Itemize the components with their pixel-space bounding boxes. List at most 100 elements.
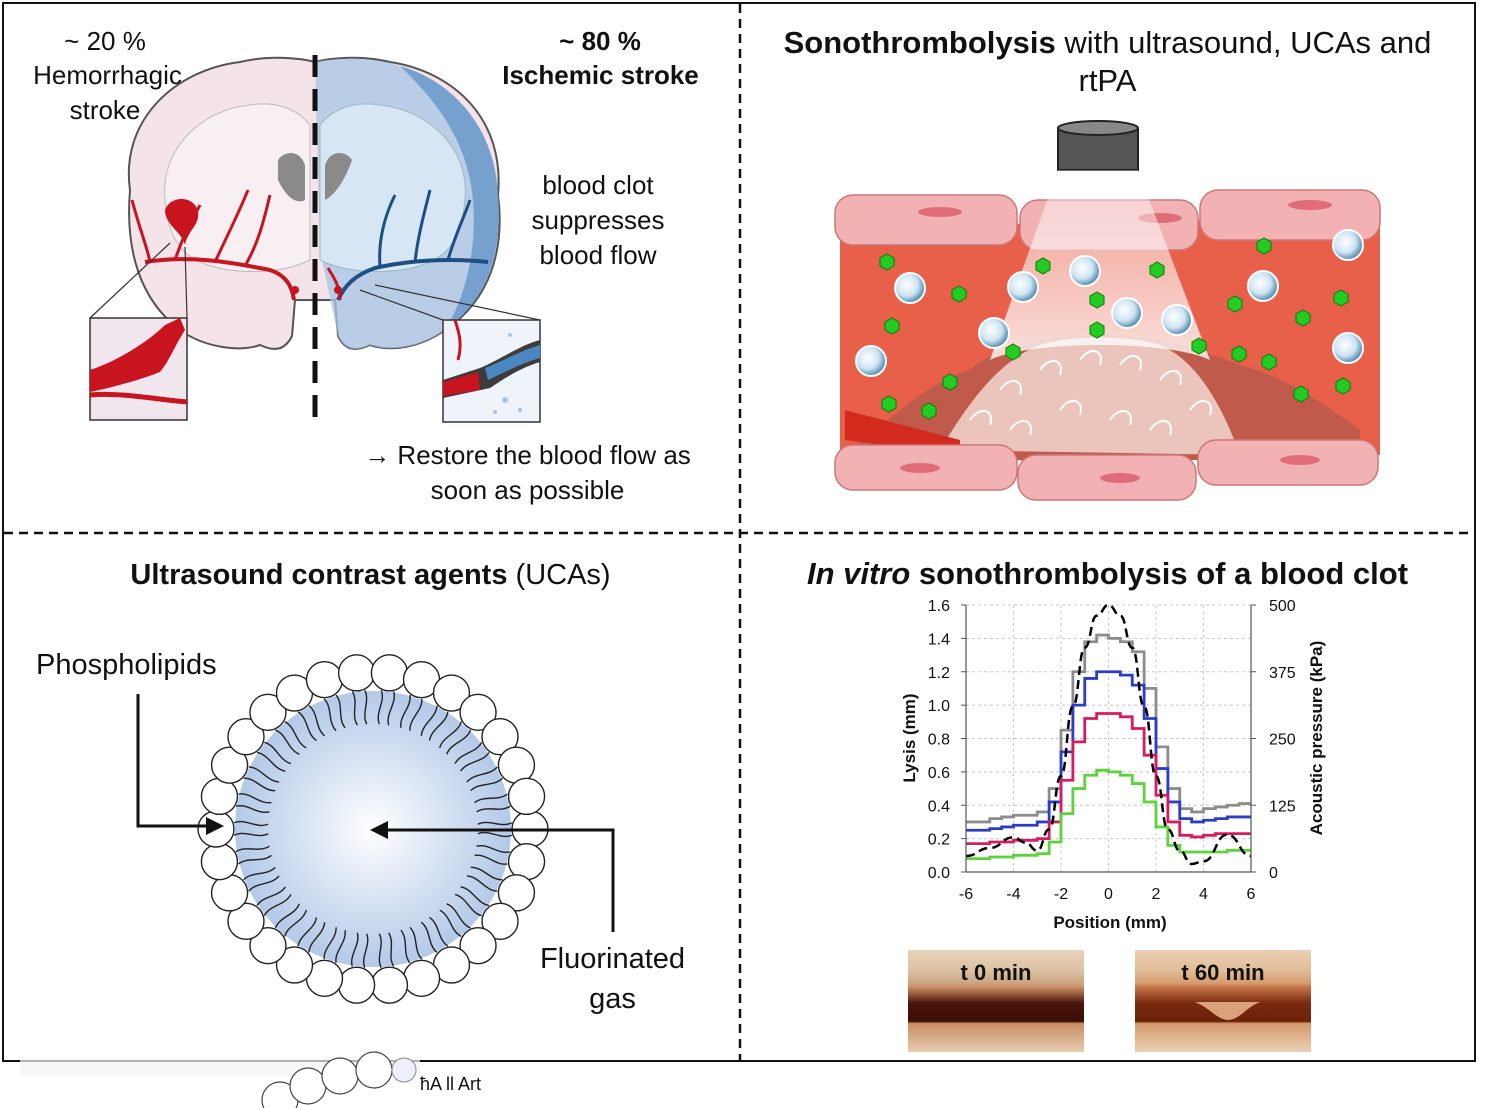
lipid-tail	[454, 741, 483, 764]
lipid-tail	[428, 711, 449, 741]
lipid-head	[227, 902, 265, 940]
lipid-tail	[238, 854, 272, 865]
x-tick-label: -6	[959, 886, 973, 903]
invitro-title-rest: sonothrombolysis of a blood clot	[918, 556, 1409, 591]
lipid-tail	[323, 927, 337, 960]
lipid-tail	[238, 793, 272, 804]
lipid-tail	[477, 831, 513, 837]
lipid-tail	[284, 909, 307, 937]
x-tick-label: -2	[1054, 886, 1068, 903]
lipid-tail	[235, 845, 270, 853]
lipid-head	[507, 777, 546, 816]
lipid-tail	[466, 875, 498, 892]
vessel-illustration	[834, 120, 1381, 501]
x-tick-label: -4	[1006, 886, 1020, 903]
sono-title: Sonothrombolysis with ultrasound, UCAs a…	[745, 24, 1470, 61]
lipid-tail	[476, 844, 511, 853]
uca-title-rest: (UCAs)	[515, 559, 611, 591]
clot-note-line2: suppresses	[531, 205, 665, 235]
chart-grid	[965, 604, 1252, 873]
lipid-tail	[275, 729, 300, 755]
blood-clot	[845, 335, 1360, 460]
lipid-tail	[350, 932, 359, 967]
lipid-tail	[233, 832, 269, 837]
lysis-series-line-1	[966, 670, 1251, 832]
lipid-tail	[308, 922, 326, 953]
lipid-head	[275, 946, 314, 984]
lipid-tail	[454, 893, 482, 917]
lipid-tail	[470, 777, 503, 792]
lipid-heads	[197, 654, 549, 1004]
y2-tick-label: 0	[1269, 865, 1278, 882]
y2-tick-label: 250	[1269, 732, 1296, 749]
ischemic-label: Ischemic stroke	[502, 60, 699, 90]
photo-t60-label: t 60 min	[1181, 960, 1265, 985]
ischemic-pct: ~ 80 %	[559, 26, 641, 56]
lipid-head	[459, 926, 497, 965]
lipid-tail	[439, 721, 462, 749]
lipid-tail	[235, 805, 270, 814]
watermark: ħA ll Art	[420, 1074, 482, 1094]
sono-title-bold: Sonothrombolysis	[783, 25, 1056, 60]
x-tick-label: 4	[1199, 886, 1208, 903]
lipid-tail	[388, 932, 395, 967]
photo-t60-lysis-notch	[1195, 1002, 1260, 1020]
lipid-head	[210, 746, 249, 784]
sono-title-rest: with ultrasound, UCAs and	[1064, 25, 1432, 60]
lipid-tail	[420, 921, 438, 953]
lipid-tail	[466, 766, 498, 783]
lipid-head	[481, 902, 519, 940]
uca-title: Ultrasound contrast agents (UCAs)	[8, 558, 733, 593]
ultrasound-transducer-icon	[1057, 120, 1139, 171]
uca-microbubble-diagram	[136, 654, 615, 1004]
hemorrhagic-pct: ~ 20 %	[64, 26, 146, 56]
invitro-title: In vitro sonothrombolysis of a blood clo…	[745, 555, 1470, 592]
lipid-tail	[460, 752, 490, 772]
y-tick-label: 0.0	[928, 865, 950, 882]
y-tick-label: 0.6	[928, 765, 950, 782]
photo-t0: t 0 min	[908, 950, 1084, 1052]
y2-axis-label: Acoustic pressure (kPa)	[1307, 641, 1326, 836]
y-tick-label: 1.6	[928, 598, 950, 615]
x-tick-label: 6	[1247, 886, 1256, 903]
photo-t0-label: t 0 min	[960, 960, 1032, 985]
lipid-tail	[446, 903, 471, 929]
microbubbles	[855, 229, 1364, 377]
lipid-tail	[446, 729, 472, 755]
brain-illustration	[89, 55, 541, 425]
chart-series	[965, 603, 1252, 866]
lipid-tail	[284, 720, 307, 749]
lipid-tail	[297, 711, 317, 742]
lipid-head	[497, 874, 536, 912]
lipid-tail	[335, 694, 346, 729]
lipid-tail	[477, 821, 513, 826]
phospholipids-arrow	[136, 694, 224, 835]
lysis-series-line-2	[966, 712, 1251, 846]
lipid-tail	[363, 933, 369, 968]
cropped-bubble-fragment	[20, 1051, 420, 1108]
restore-line2: soon as possible	[430, 475, 625, 505]
lipid-tail	[420, 705, 438, 736]
lipid-tail	[256, 886, 286, 906]
rtpa-molecules	[879, 237, 1351, 420]
sono-title-line2: rtPA	[1078, 63, 1137, 98]
lipid-tail	[429, 916, 449, 947]
lipid-tail	[474, 854, 508, 865]
restore-line1: → Restore the blood flow as	[364, 440, 691, 470]
y-tick-label: 0.4	[928, 798, 950, 815]
lipid-tail	[460, 886, 490, 907]
lipid-tail	[243, 866, 276, 881]
lipid-tail	[297, 917, 318, 947]
y-tick-label: 0.2	[928, 832, 950, 849]
clot-inset	[442, 319, 541, 423]
y-tick-label: 1.4	[928, 631, 950, 648]
y-tick-label: 1.0	[928, 698, 950, 715]
clot-note-line3: blood flow	[539, 240, 657, 270]
y-tick-label: 1.2	[928, 665, 950, 682]
lipid-tail	[233, 821, 269, 827]
uca-title-bold: Ultrasound contrast agents	[130, 559, 508, 591]
y2-tick-label: 375	[1269, 665, 1296, 682]
lipid-head	[227, 718, 265, 756]
